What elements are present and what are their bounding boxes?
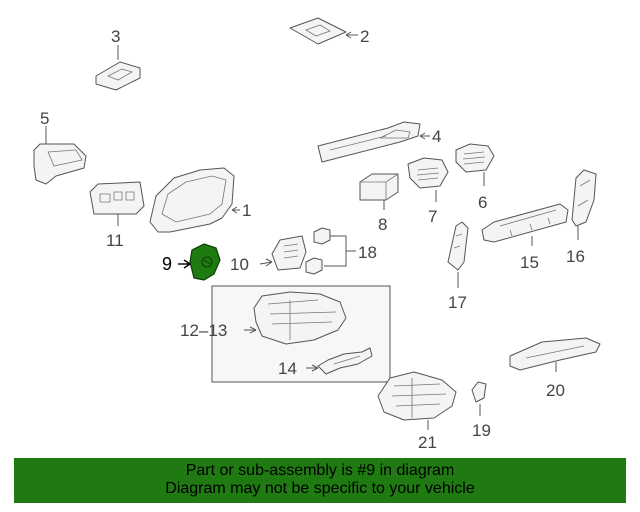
callout-6: 6 (478, 193, 487, 212)
part-17[interactable] (447, 221, 469, 288)
part-9-highlighted[interactable] (178, 243, 221, 281)
callout-5: 5 (40, 109, 49, 128)
callout-19: 19 (472, 421, 491, 440)
part-16[interactable] (571, 169, 597, 240)
parts-diagram: 2 3 5 4 6 7 8 (33, 17, 601, 452)
callout-4: 4 (432, 127, 441, 146)
part-3[interactable] (95, 45, 141, 91)
part-7[interactable] (407, 157, 449, 202)
callout-2: 2 (360, 27, 369, 46)
part-10[interactable] (259, 235, 307, 271)
callout-9: 9 (162, 254, 172, 274)
callout-8: 8 (378, 215, 387, 234)
callout-3: 3 (111, 27, 120, 46)
part-20[interactable] (509, 337, 601, 372)
callout-20: 20 (546, 381, 565, 400)
callout-15: 15 (520, 253, 539, 272)
part-6[interactable] (455, 143, 495, 186)
banner-line-1: Part or sub-assembly is #9 in diagram (185, 462, 455, 479)
part-11[interactable] (89, 181, 145, 226)
part-18[interactable] (305, 227, 356, 275)
part-19[interactable] (471, 381, 487, 416)
callout-16: 16 (566, 247, 585, 266)
callout-18: 18 (358, 243, 377, 262)
callout-7: 7 (428, 207, 437, 226)
callout-10: 10 (230, 255, 249, 274)
part-15[interactable] (481, 203, 569, 246)
callout-11: 11 (106, 231, 124, 250)
part-14[interactable] (306, 347, 373, 375)
part-5[interactable] (33, 126, 87, 185)
callout-17: 17 (448, 293, 467, 312)
part-21[interactable] (377, 371, 457, 430)
part-2[interactable] (289, 17, 358, 45)
callout-14: 14 (278, 359, 297, 378)
part-8[interactable] (359, 173, 399, 210)
callout-12-13: 12–13 (180, 321, 227, 340)
info-banner: Part or sub-assembly is #9 in diagram Di… (14, 458, 626, 503)
callout-21: 21 (418, 433, 437, 452)
part-13[interactable] (244, 291, 347, 345)
banner-line-2: Diagram may not be specific to your vehi… (165, 480, 475, 497)
part-1[interactable] (149, 167, 240, 233)
callout-1: 1 (242, 201, 251, 220)
part-4[interactable] (317, 121, 430, 163)
